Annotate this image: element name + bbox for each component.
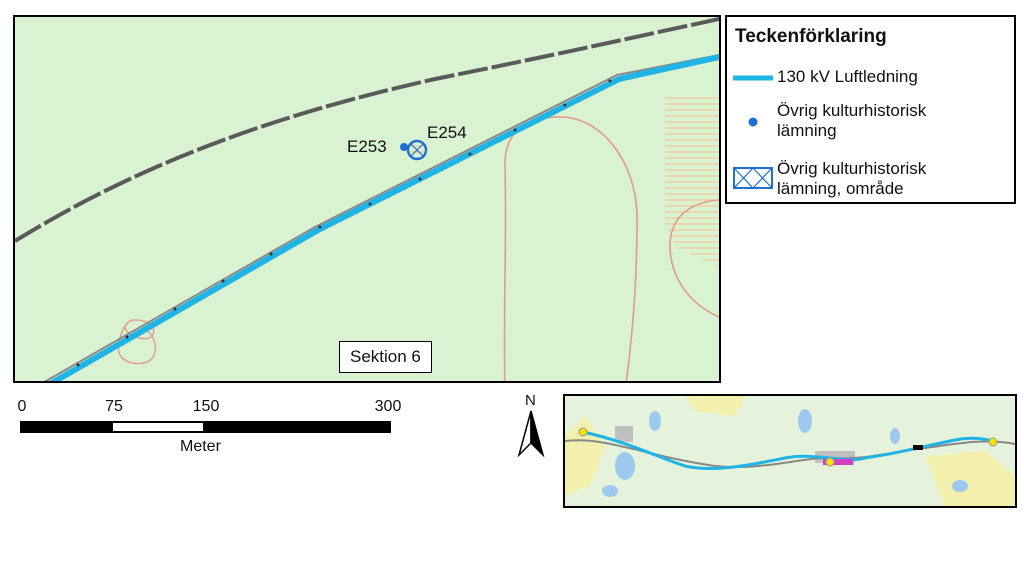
- legend-item-heritage-area: Övrig kulturhistorisk lämning, område: [777, 159, 927, 198]
- site-label-e253: E253: [347, 137, 387, 156]
- scale-bar-graphic: [20, 421, 391, 433]
- powerline-legend-icon: [733, 75, 773, 81]
- legend-item-heritage-point: Övrig kulturhistorisk lämning: [777, 101, 927, 140]
- pylons: [76, 79, 612, 367]
- north-label: N: [525, 392, 536, 409]
- scale-unit: Meter: [180, 438, 221, 455]
- road: [43, 54, 719, 381]
- site-label-e254: E254: [427, 123, 467, 142]
- railway: [15, 17, 719, 243]
- heritage-point-legend-icon: [748, 117, 758, 127]
- overview-features: [565, 396, 1015, 506]
- heritage-area-legend-icon: [733, 167, 773, 189]
- hatched-field: [665, 97, 719, 267]
- legend-item-powerline: 130 kV Luftledning: [777, 67, 918, 86]
- section-label: Sektion 6: [339, 341, 432, 373]
- map-features: [15, 17, 719, 381]
- legend-title: Teckenförklaring: [735, 26, 887, 47]
- scale-tick-150: 150: [192, 398, 220, 415]
- legend: Teckenförklaring 130 kV Luftledning Övri…: [725, 15, 1016, 204]
- main-map[interactable]: E253 E254 Sektion 6: [13, 15, 721, 383]
- overview-map[interactable]: [563, 394, 1017, 508]
- north-arrow-icon: [517, 410, 545, 458]
- scale-tick-75: 75: [105, 398, 123, 415]
- powerline: [49, 54, 719, 381]
- scale-tick-300: 300: [374, 398, 402, 415]
- contour-line-1: [503, 116, 638, 381]
- scale-bar: 0 75 150 300 Meter: [17, 398, 402, 463]
- site-e253-point: [400, 143, 408, 151]
- scale-tick-0: 0: [17, 398, 27, 415]
- contour-line-3: [117, 319, 157, 365]
- contour-line-2: [669, 199, 719, 318]
